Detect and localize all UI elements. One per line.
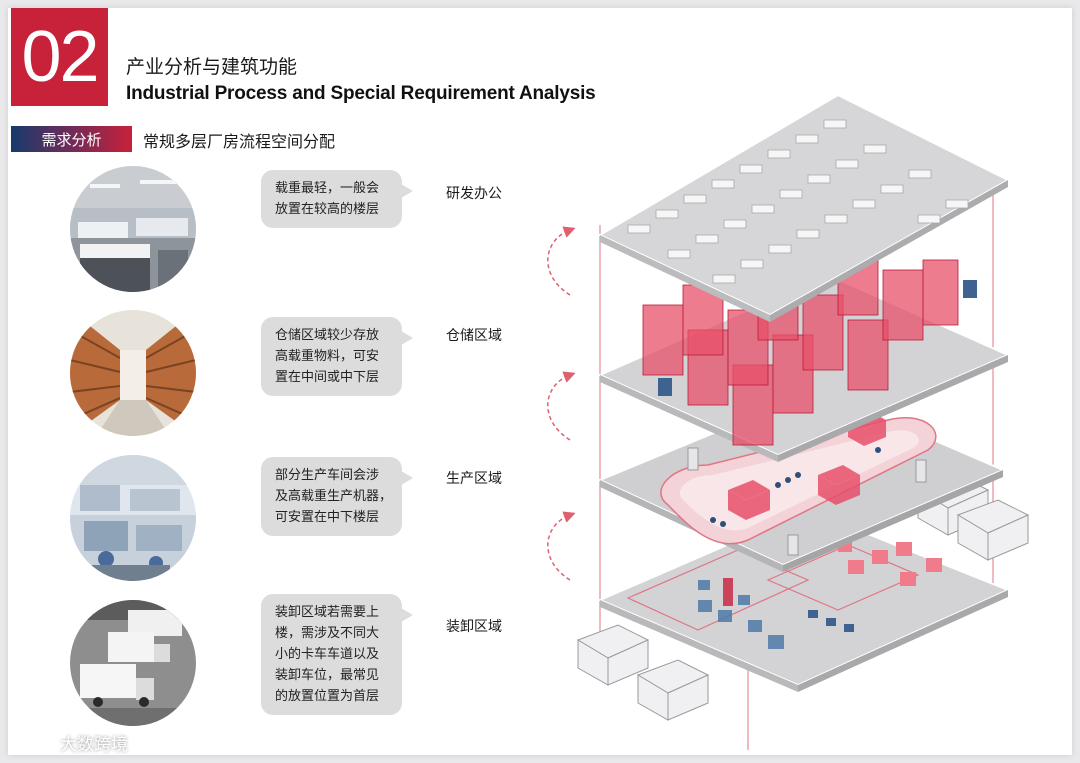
- slide-page: 02 产业分析与建筑功能 Industrial Process and Spec…: [8, 8, 1072, 755]
- zone-label-storage: 仓储区域: [446, 328, 502, 344]
- loading-trucks-photo: [70, 600, 196, 726]
- watermark-logo-icon: [17, 733, 55, 752]
- warehouse-shelves-photo: [70, 310, 196, 436]
- bubble-line: 部分生产车间会涉: [275, 468, 380, 483]
- speech-bubble-production: 部分生产车间会涉 及高载重生产机器， 可安置在中下楼层: [261, 457, 413, 536]
- zone-label-office: 研发办公: [446, 186, 502, 202]
- section-title-cn: 产业分析与建筑功能: [126, 56, 298, 78]
- bubble-line: 仓储区域较少存放: [275, 328, 380, 343]
- bubble-line: 装卸区域若需要上: [275, 605, 380, 620]
- bubble-line: 小的卡车车道以及: [275, 647, 380, 662]
- bubble-line: 放置在较高的楼层: [275, 202, 380, 217]
- laboratory-office-photo: [70, 166, 196, 292]
- bubble-line: 可安置在中下楼层: [275, 510, 380, 525]
- section-subtitle: 常规多层厂房流程空间分配: [143, 132, 336, 151]
- bubble-line: 置在中间或中下层: [275, 370, 380, 385]
- watermark: 大数跨境: [16, 730, 128, 755]
- bubble-line: 高载重物料，可安: [275, 349, 380, 364]
- speech-bubble-office: 载重最轻，一般会 放置在较高的楼层: [261, 170, 413, 228]
- office-desks: [627, 119, 969, 284]
- watermark-text: 大数跨境: [60, 735, 128, 755]
- bubble-line: 的放置位置为首层: [275, 689, 380, 704]
- flow-arrows: [547, 226, 576, 581]
- bubble-line: 及高载重生产机器，: [275, 489, 393, 504]
- zone-label-production: 生产区域: [446, 471, 502, 487]
- zone-label-loading: 装卸区域: [446, 619, 502, 635]
- slab-office: [597, 93, 1011, 322]
- bubble-line: 载重最轻，一般会: [275, 181, 380, 196]
- storage-racks: [642, 249, 959, 446]
- category-tag: 需求分析: [11, 126, 132, 152]
- exploded-floor-diagram: [508, 80, 1068, 760]
- bubble-line: 装卸车位，最常见: [275, 668, 380, 683]
- speech-bubble-storage: 仓储区域较少存放 高载重物料，可安 置在中间或中下层: [261, 317, 413, 396]
- section-title-en: Industrial Process and Special Requireme…: [126, 83, 596, 104]
- bubble-line: 楼，需涉及不同大: [275, 626, 380, 641]
- slab-storage: [597, 249, 1011, 462]
- speech-bubble-loading: 装卸区域若需要上 楼，需涉及不同大 小的卡车车道以及 装卸车位，最常见 的放置位…: [261, 594, 413, 715]
- production-workshop-photo: [70, 455, 196, 581]
- section-number: 02: [11, 8, 108, 106]
